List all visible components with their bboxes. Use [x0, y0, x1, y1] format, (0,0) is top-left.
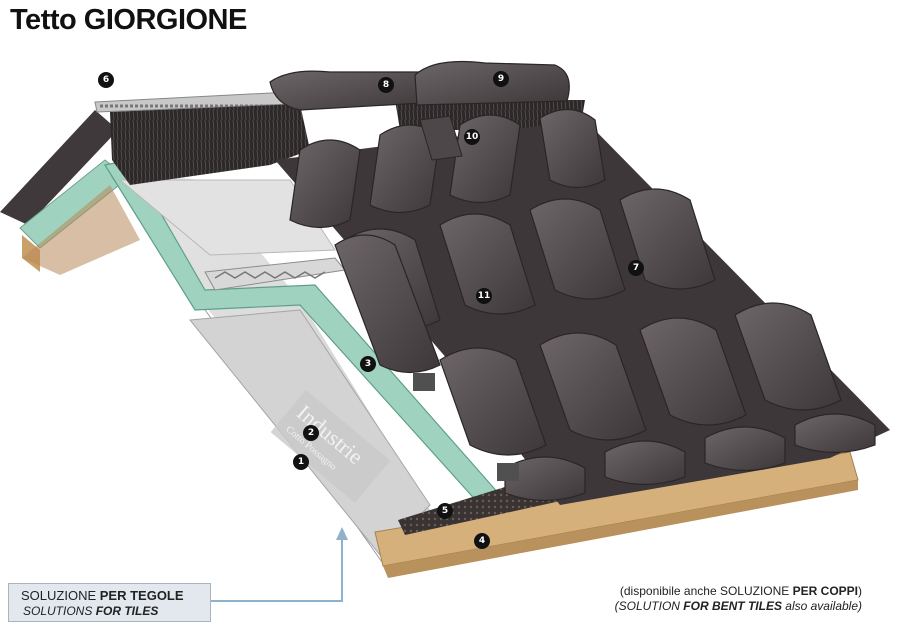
metal-batten-teeth [214, 271, 326, 279]
availability-line-en: (SOLUTION FOR BENT TILES also available) [614, 599, 862, 613]
callout-5: 5 [437, 503, 453, 519]
callout-4: 4 [474, 533, 490, 549]
callout-6: 6 [98, 72, 114, 88]
callout-2: 2 [303, 425, 319, 441]
left-gable-tiles [0, 110, 118, 225]
callout-10: 10 [464, 129, 480, 145]
batten-clip-upper [413, 373, 435, 391]
availability-line-it: (disponibile anche SOLUZIONE PER COPPI) [619, 584, 862, 598]
pointer-arrowhead [336, 527, 348, 540]
callout-3: 3 [360, 356, 376, 372]
solution-line-en: SOLUTIONS FOR TILES [23, 604, 159, 618]
insulation-top-band [118, 179, 336, 256]
callout-11: 11 [476, 288, 492, 304]
callout-1: 1 [293, 454, 309, 470]
solution-box: SOLUZIONE PER TEGOLE SOLUTIONS FOR TILES [8, 583, 211, 622]
batten-clip-lower [497, 463, 519, 481]
pointer-line [209, 535, 343, 602]
callout-9: 9 [493, 71, 509, 87]
ridge-bracket-10 [419, 115, 463, 161]
callout-7: 7 [628, 260, 644, 276]
solution-line-it: SOLUZIONE PER TEGOLE [21, 588, 184, 603]
ridge-bristle-seal [110, 104, 310, 185]
page-title: Tetto GIORGIONE [10, 4, 247, 36]
availability-note: (disponibile anche SOLUZIONE PER COPPI) … [615, 584, 862, 614]
front-tile-11 [334, 234, 441, 374]
left-gable-underside [22, 185, 140, 275]
ridge-tile-9 [414, 60, 570, 106]
eaves-wood-front [383, 480, 858, 578]
callout-8: 8 [378, 77, 394, 93]
